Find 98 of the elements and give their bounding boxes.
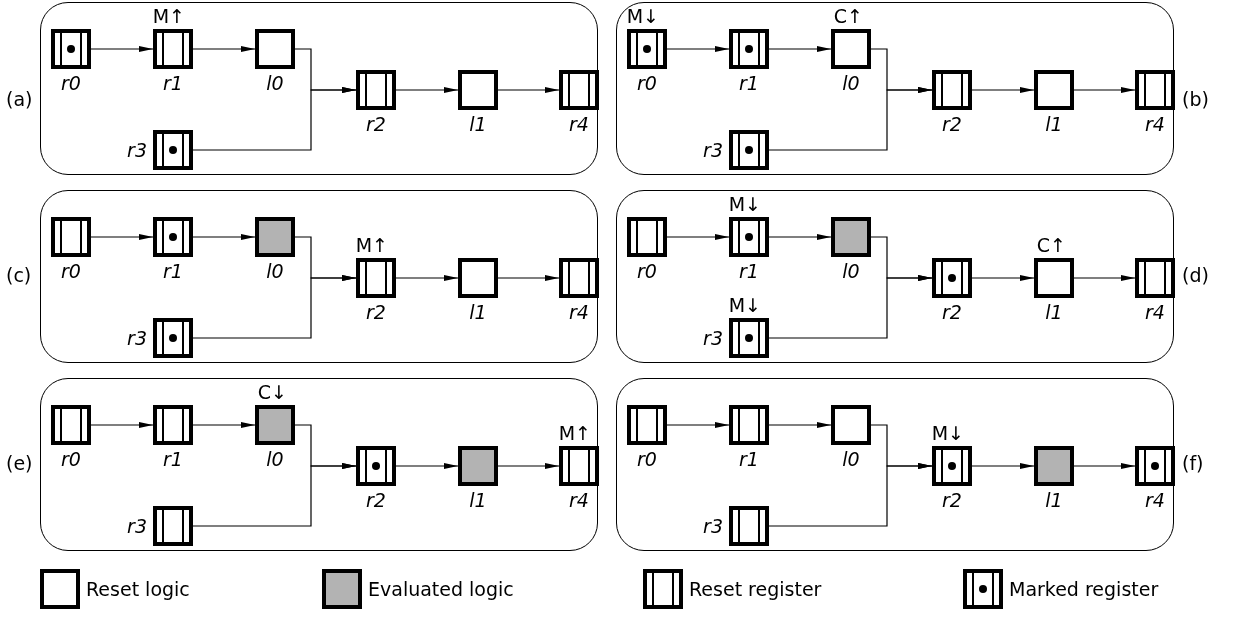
arrow — [768, 275, 933, 339]
node-label: r3 — [127, 327, 147, 349]
event-label: M↓ — [931, 422, 964, 444]
node-label: l1 — [1045, 301, 1063, 323]
arrow — [90, 422, 154, 428]
arrow — [497, 275, 560, 281]
event-label: M↑ — [355, 234, 388, 256]
arrow — [395, 275, 459, 281]
node-label: l1 — [1045, 113, 1063, 135]
node-label: r1 — [739, 260, 759, 282]
node-label: r1 — [163, 260, 183, 282]
node-label: r4 — [1145, 113, 1165, 135]
arrow — [192, 463, 357, 527]
node-label: r2 — [366, 301, 386, 323]
arrow — [497, 463, 560, 469]
panel-label: (c) — [6, 264, 32, 286]
event-label: M↓ — [626, 5, 659, 27]
arrow — [192, 87, 357, 151]
arrow — [1073, 87, 1136, 93]
arrow — [90, 234, 154, 240]
state-panel — [616, 2, 1174, 175]
node-label: r3 — [703, 515, 723, 537]
legend-text: Reset logic — [86, 578, 190, 600]
node-label: r4 — [569, 113, 589, 135]
arrow — [768, 46, 832, 52]
arrow — [666, 422, 730, 428]
node-label: r2 — [942, 301, 962, 323]
node-label: r4 — [569, 489, 589, 511]
node-label: l0 — [842, 448, 860, 470]
state-panel — [616, 190, 1174, 363]
legend-text: Evaluated logic — [368, 578, 514, 600]
arrow — [395, 463, 459, 469]
node-label: r3 — [703, 139, 723, 161]
arrow — [192, 422, 256, 428]
event-label: C↑ — [833, 5, 863, 27]
arrow — [192, 275, 357, 339]
node-label: r1 — [739, 448, 759, 470]
node-label: l1 — [469, 489, 487, 511]
event-label: M↓ — [728, 193, 761, 215]
node-label: r1 — [163, 72, 183, 94]
node-label: r0 — [61, 448, 81, 470]
arrow — [1073, 275, 1136, 281]
legend-text: Marked register — [1009, 578, 1159, 600]
node-label: r0 — [61, 72, 81, 94]
arrow — [192, 234, 256, 240]
node-label: r0 — [637, 260, 657, 282]
node-label: l1 — [1045, 489, 1063, 511]
arrow — [768, 234, 832, 240]
event-label: C↑ — [1036, 234, 1066, 256]
node-label: l0 — [842, 260, 860, 282]
arrow — [971, 87, 1035, 93]
arrow — [192, 46, 256, 52]
arrow — [90, 46, 154, 52]
node-label: l0 — [266, 448, 284, 470]
node-label: l0 — [266, 72, 284, 94]
node-label: r1 — [163, 448, 183, 470]
node-label: l1 — [469, 301, 487, 323]
arrow — [666, 234, 730, 240]
arrow — [1073, 463, 1136, 469]
node-label: l0 — [266, 260, 284, 282]
panel-label: (d) — [1182, 264, 1209, 286]
node-label: r2 — [366, 489, 386, 511]
event-label: M↑ — [558, 422, 591, 444]
node-label: r3 — [703, 327, 723, 349]
panel-label: (f) — [1182, 452, 1204, 474]
node-label: r4 — [1145, 489, 1165, 511]
event-label: M↓ — [728, 294, 761, 316]
node-label: r2 — [942, 489, 962, 511]
arrow — [768, 87, 933, 151]
node-label: l0 — [842, 72, 860, 94]
arrow — [768, 463, 933, 527]
node-label: r4 — [1145, 301, 1165, 323]
arrow — [971, 275, 1035, 281]
legend-text: Reset register — [689, 578, 822, 600]
node-label: r0 — [61, 260, 81, 282]
node-label: r1 — [739, 72, 759, 94]
panel-label: (e) — [6, 452, 33, 474]
node-label: l1 — [469, 113, 487, 135]
node-label: r0 — [637, 72, 657, 94]
node-label: r3 — [127, 139, 147, 161]
panel-label: (a) — [6, 88, 33, 110]
state-panel — [616, 378, 1174, 551]
arrow — [666, 46, 730, 52]
state-panel — [40, 190, 598, 363]
panel-label: (b) — [1182, 88, 1209, 110]
event-label: C↓ — [257, 381, 287, 403]
state-panel — [40, 378, 598, 551]
state-panel — [40, 2, 598, 175]
arrow — [971, 463, 1035, 469]
node-label: r4 — [569, 301, 589, 323]
event-label: M↑ — [152, 5, 185, 27]
arrow — [497, 87, 560, 93]
arrow — [395, 87, 459, 93]
arrow — [768, 422, 832, 428]
node-label: r3 — [127, 515, 147, 537]
node-label: r2 — [942, 113, 962, 135]
node-label: r0 — [637, 448, 657, 470]
node-label: r2 — [366, 113, 386, 135]
